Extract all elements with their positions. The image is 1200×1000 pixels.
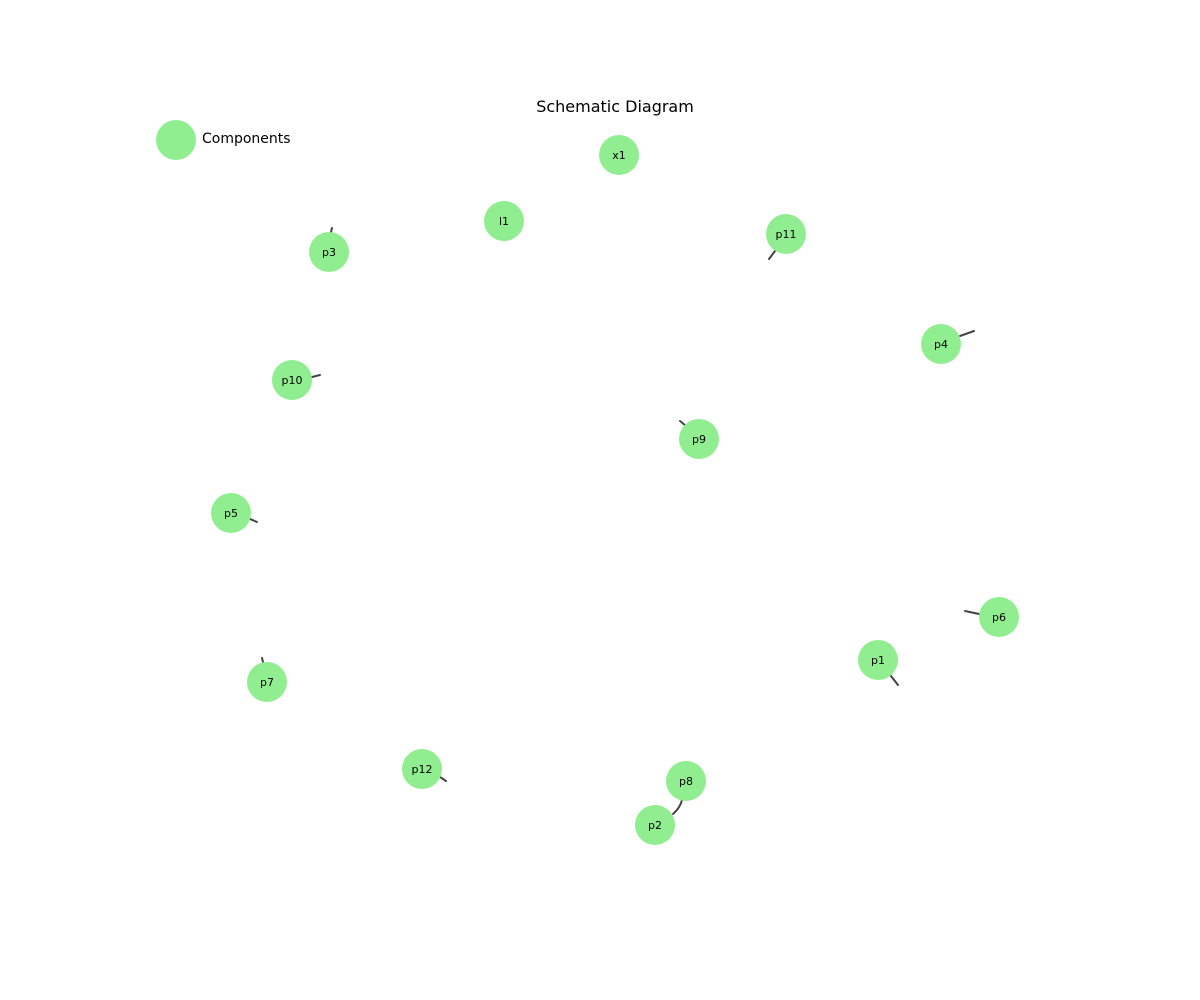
node-p5: p5 — [211, 493, 251, 533]
node-p10-circle — [272, 360, 312, 400]
node-p11-circle — [766, 214, 806, 254]
node-p6: p6 — [979, 597, 1019, 637]
node-p2-circle — [635, 805, 675, 845]
node-l1-circle — [484, 201, 524, 241]
legend: Components — [156, 120, 291, 160]
node-p1-circle — [858, 640, 898, 680]
node-p9: p9 — [679, 419, 719, 459]
stub-p11 — [768, 250, 776, 260]
node-l1: l1 — [484, 201, 524, 241]
node-p12: p12 — [402, 749, 442, 789]
node-p7: p7 — [247, 662, 287, 702]
node-p7-circle — [247, 662, 287, 702]
stub-p6 — [964, 610, 980, 615]
node-p3-label: p3 — [322, 246, 336, 259]
nodes: x1 l1 p11 p3 p4 p10 p9 p5 — [211, 135, 1019, 845]
stub-p4 — [959, 330, 975, 337]
legend-swatch — [156, 120, 196, 160]
connection-stubs — [249, 227, 980, 815]
node-p8-circle — [666, 761, 706, 801]
node-p12-circle — [402, 749, 442, 789]
node-p6-label: p6 — [992, 611, 1006, 624]
node-p5-circle — [211, 493, 251, 533]
node-p9-circle — [679, 419, 719, 459]
node-p10-label: p10 — [282, 374, 303, 387]
node-x1-circle — [599, 135, 639, 175]
node-p8: p8 — [666, 761, 706, 801]
node-p4: p4 — [921, 324, 961, 364]
node-p3: p3 — [309, 232, 349, 272]
node-l1-label: l1 — [499, 215, 509, 228]
node-p5-label: p5 — [224, 507, 238, 520]
node-p7-label: p7 — [260, 676, 274, 689]
stub-p5 — [249, 518, 258, 523]
node-p8-label: p8 — [679, 775, 693, 788]
node-p11: p11 — [766, 214, 806, 254]
node-p3-circle — [309, 232, 349, 272]
stub-p7 — [261, 657, 264, 663]
stub-p12 — [439, 776, 447, 782]
node-x1-label: x1 — [612, 149, 626, 162]
node-p4-label: p4 — [934, 338, 948, 351]
node-p10: p10 — [272, 360, 312, 400]
stub-p8-p2 — [672, 799, 683, 815]
node-p4-circle — [921, 324, 961, 364]
diagram-title: Schematic Diagram — [536, 97, 694, 116]
stub-p1 — [890, 675, 899, 686]
node-p2-label: p2 — [648, 819, 662, 832]
node-p6-circle — [979, 597, 1019, 637]
node-p1-label: p1 — [871, 654, 885, 667]
node-p9-label: p9 — [692, 433, 706, 446]
node-p2: p2 — [635, 805, 675, 845]
stub-p3 — [330, 227, 333, 233]
node-p1: p1 — [858, 640, 898, 680]
legend-label: Components — [202, 131, 291, 147]
node-p12-label: p12 — [412, 763, 433, 776]
node-p11-label: p11 — [776, 228, 797, 241]
stub-p10 — [311, 374, 321, 378]
node-x1: x1 — [599, 135, 639, 175]
